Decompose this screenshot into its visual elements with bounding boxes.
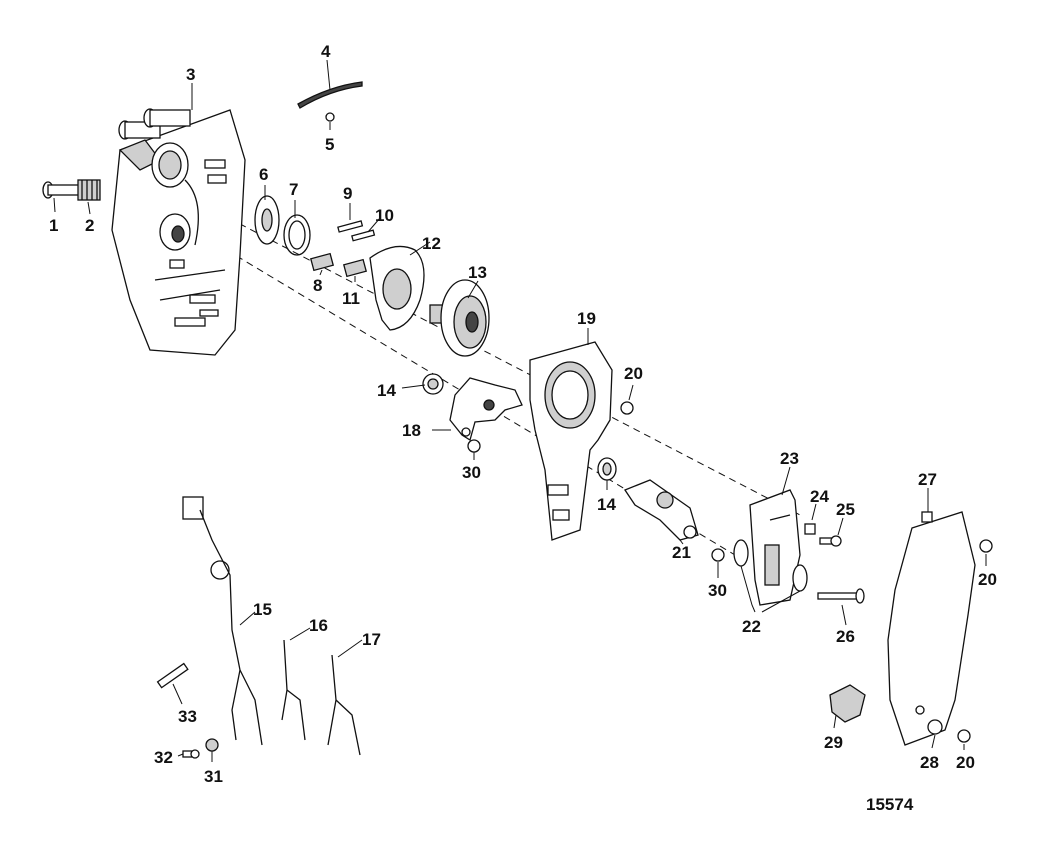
callout-9: 9 xyxy=(343,184,352,203)
callout-18: 18 xyxy=(402,421,421,440)
callout-16: 16 xyxy=(309,616,328,635)
callout-4: 4 xyxy=(321,42,331,61)
callout-1: 1 xyxy=(49,216,58,235)
part-screw-30b xyxy=(711,548,725,562)
callout-23: 23 xyxy=(780,449,799,468)
part-housing xyxy=(111,108,246,356)
callout-27: 27 xyxy=(918,470,937,489)
part-washer-22a xyxy=(733,539,749,567)
callout-5: 5 xyxy=(325,135,334,154)
part-pin-9 xyxy=(337,220,364,233)
part-screw-20b xyxy=(979,539,993,553)
callout-26: 26 xyxy=(836,627,855,646)
callout-3: 3 xyxy=(186,65,195,84)
part-screw-20a xyxy=(620,401,634,415)
part-drum-gear xyxy=(429,279,490,357)
callout-2: 2 xyxy=(85,216,94,235)
part-nut-24 xyxy=(804,523,816,535)
callout-29: 29 xyxy=(824,733,843,752)
callout-17: 17 xyxy=(362,630,381,649)
callout-11: 11 xyxy=(342,289,360,308)
part-screw-25 xyxy=(819,535,842,547)
part-washer-14b xyxy=(597,457,617,481)
part-nut-31 xyxy=(205,738,219,752)
callout-numbers: 1 2 3 4 5 6 7 8 9 10 11 12 13 14 14 15 1… xyxy=(49,42,997,786)
figure-reference-number: 15574 xyxy=(866,795,914,814)
callout-30b: 30 xyxy=(708,581,727,600)
part-lever-plate xyxy=(449,377,523,442)
part-bolt-26 xyxy=(817,588,865,604)
part-screw-30a xyxy=(467,439,481,453)
part-gear-disc xyxy=(369,245,425,331)
callout-15: 15 xyxy=(253,600,272,619)
part-crank xyxy=(624,479,699,541)
part-washer-28 xyxy=(927,719,943,735)
part-harness-17 xyxy=(327,654,361,756)
callout-31: 31 xyxy=(204,767,223,786)
callout-21: 21 xyxy=(672,543,691,562)
callout-25: 25 xyxy=(836,500,855,519)
callout-20c: 20 xyxy=(956,753,975,772)
callout-19: 19 xyxy=(577,309,596,328)
callout-20b: 20 xyxy=(978,570,997,589)
part-shift-plate xyxy=(749,489,801,606)
callout-28: 28 xyxy=(920,753,939,772)
part-harness-15 xyxy=(182,496,263,746)
callout-32: 32 xyxy=(154,748,173,767)
part-screw-20c xyxy=(957,729,971,743)
part-strip xyxy=(297,81,363,109)
callout-30a: 30 xyxy=(462,463,481,482)
callout-24: 24 xyxy=(810,487,829,506)
part-retaining-ring xyxy=(283,214,311,256)
callout-20a: 20 xyxy=(624,364,643,383)
callout-10: 10 xyxy=(375,206,394,225)
part-pin-10 xyxy=(351,229,376,242)
part-small-ball xyxy=(325,112,335,122)
callout-33: 33 xyxy=(178,707,197,726)
part-washer-14a xyxy=(422,373,444,395)
callout-14a: 14 xyxy=(377,381,396,400)
callout-14b: 14 xyxy=(597,495,616,514)
part-harness-16 xyxy=(281,639,306,741)
part-pin xyxy=(42,181,81,199)
part-spring-1 xyxy=(77,179,101,201)
leader-lines xyxy=(53,59,987,762)
part-cover xyxy=(887,511,976,746)
part-plate-6 xyxy=(254,195,280,245)
part-screw-32 xyxy=(182,749,200,759)
part-spring-8 xyxy=(309,252,335,272)
part-washer-22b xyxy=(792,564,808,592)
callout-13: 13 xyxy=(468,263,487,282)
callout-6: 6 xyxy=(259,165,268,184)
part-spring-11 xyxy=(342,258,368,278)
callout-22: 22 xyxy=(742,617,761,636)
callout-8: 8 xyxy=(313,276,322,295)
part-frame xyxy=(529,341,613,541)
callout-7: 7 xyxy=(289,180,298,199)
callout-12: 12 xyxy=(422,234,441,253)
part-clip-29 xyxy=(829,684,866,723)
part-tube-33 xyxy=(156,662,189,689)
